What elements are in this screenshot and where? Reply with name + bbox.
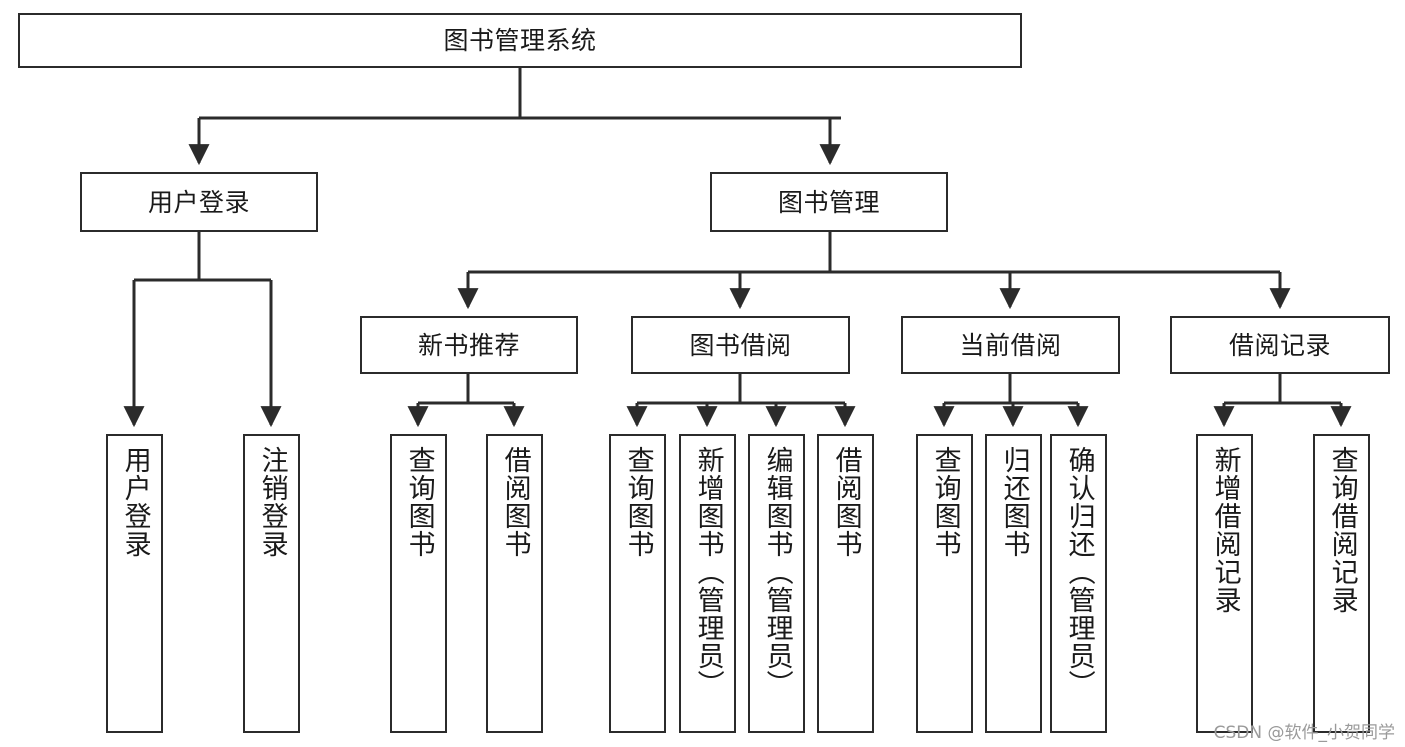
node-leaf-add-book[interactable]: 新增图书（管理员） xyxy=(679,434,736,733)
node-label-leaf-query-book-cur: 查询图书 xyxy=(929,446,961,558)
node-book-manage[interactable]: 图书管理 xyxy=(710,172,948,232)
node-borrow-record[interactable]: 借阅记录 xyxy=(1170,316,1390,374)
node-leaf-user-login[interactable]: 用户登录 xyxy=(106,434,163,733)
node-leaf-query-book-rec[interactable]: 查询图书 xyxy=(390,434,447,733)
node-leaf-query-book-bor[interactable]: 查询图书 xyxy=(609,434,666,733)
node-label-leaf-logout: 注销登录 xyxy=(256,446,288,558)
node-label-leaf-query-book-bor: 查询图书 xyxy=(622,446,654,558)
node-leaf-edit-book[interactable]: 编辑图书（管理员） xyxy=(748,434,805,733)
node-book-borrow[interactable]: 图书借阅 xyxy=(631,316,850,374)
node-label-leaf-query-book-rec: 查询图书 xyxy=(403,446,435,558)
node-current-borrow[interactable]: 当前借阅 xyxy=(901,316,1120,374)
node-label-new-book-recommend: 新书推荐 xyxy=(417,330,520,360)
node-label-leaf-add-record: 新增借阅记录 xyxy=(1209,446,1241,614)
node-label-user-login: 用户登录 xyxy=(147,187,250,217)
node-label-leaf-add-book: 新增图书（管理员） xyxy=(692,446,724,698)
csdn-watermark: CSDN @软件_小贺同学 xyxy=(1213,723,1395,743)
node-leaf-add-record[interactable]: 新增借阅记录 xyxy=(1196,434,1253,733)
node-label-book-borrow: 图书借阅 xyxy=(689,330,792,360)
node-root[interactable]: 图书管理系统 xyxy=(18,13,1022,68)
node-label-current-borrow: 当前借阅 xyxy=(959,330,1062,360)
node-label-leaf-borrow-book-rec: 借阅图书 xyxy=(499,446,531,558)
node-label-borrow-record: 借阅记录 xyxy=(1228,330,1331,360)
node-label-leaf-query-record: 查询借阅记录 xyxy=(1326,446,1358,614)
node-label-leaf-user-login: 用户登录 xyxy=(119,446,151,558)
node-label-root: 图书管理系统 xyxy=(443,26,597,55)
node-leaf-borrow-book-bor[interactable]: 借阅图书 xyxy=(817,434,874,733)
node-label-book-manage: 图书管理 xyxy=(777,187,880,217)
node-user-login[interactable]: 用户登录 xyxy=(80,172,318,232)
node-leaf-return-book[interactable]: 归还图书 xyxy=(985,434,1042,733)
node-label-leaf-edit-book: 编辑图书（管理员） xyxy=(761,446,793,698)
node-leaf-confirm-return[interactable]: 确认归还（管理员） xyxy=(1050,434,1107,733)
node-leaf-query-record[interactable]: 查询借阅记录 xyxy=(1313,434,1370,733)
node-leaf-logout[interactable]: 注销登录 xyxy=(243,434,300,733)
node-label-leaf-borrow-book-bor: 借阅图书 xyxy=(830,446,862,558)
node-new-book-recommend[interactable]: 新书推荐 xyxy=(360,316,578,374)
node-leaf-borrow-book-rec[interactable]: 借阅图书 xyxy=(486,434,543,733)
node-leaf-query-book-cur[interactable]: 查询图书 xyxy=(916,434,973,733)
node-label-leaf-return-book: 归还图书 xyxy=(998,446,1030,558)
node-label-leaf-confirm-return: 确认归还（管理员） xyxy=(1063,446,1095,698)
